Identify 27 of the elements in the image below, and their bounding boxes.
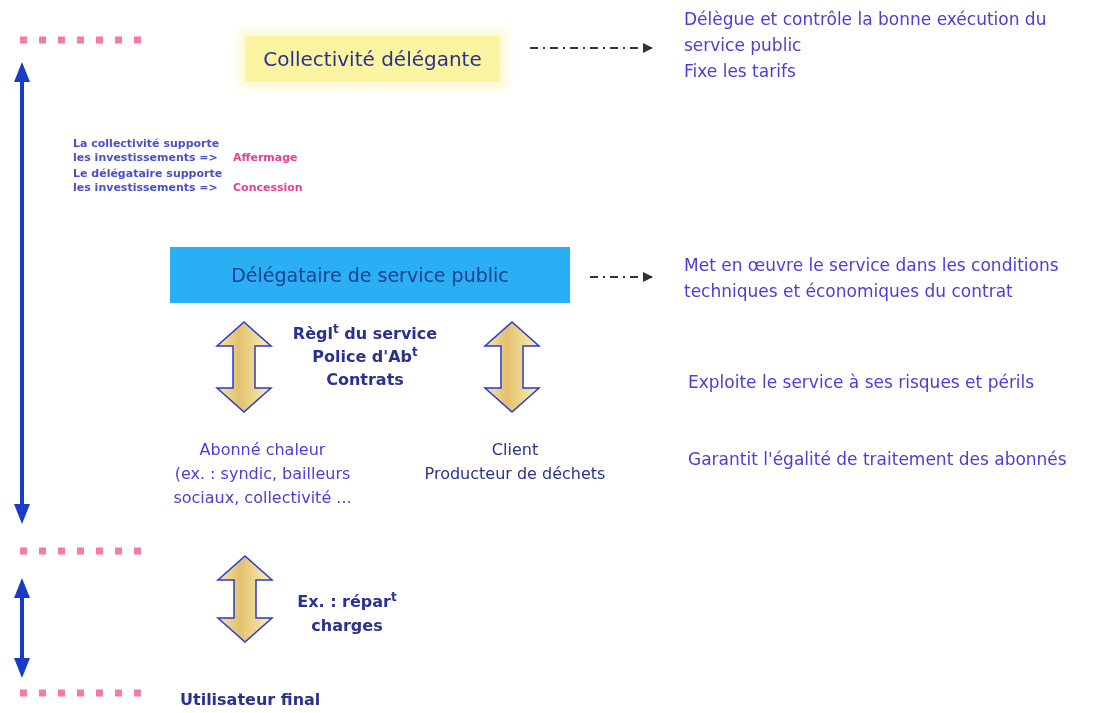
block-arrow [215,321,273,413]
note-text: Garantit l'égalité de traitement des abonnés [688,448,1068,471]
note-text: Police d'Ab$^{t}$ [311,345,419,368]
entity-box [245,36,500,82]
arrow [589,272,653,282]
note-text: Règl$^{t}$ du service [291,322,439,345]
node-text: (ex. : syndic, bailleurs sociaux, collectivité ... [172,463,353,509]
node-text: Abonné chaleur [199,439,326,461]
node-text: Producteur de déchets [424,463,606,485]
node-text: Client [491,439,539,461]
node-text: Collectivité délégante [263,46,482,73]
node-text: Utilisateur final [180,689,321,711]
note-text: Exploite le service à ses risques et périls [688,371,1036,394]
note-text: Ex. : répar$^{t}$ charges [296,590,398,637]
node-text: Délègue et contrôle la bonne exécution du service public [684,8,1048,57]
node-text: Met en œuvre le service dans les conditions techniques et économiques du contrat [684,254,1060,303]
block-arrow [216,555,274,643]
note-text: Affermage [233,151,299,165]
node-text: Fixe les tarifs [684,60,797,83]
note-text: Concession [233,181,304,195]
note-text: Contrats [325,369,405,391]
entity-bar [170,247,570,303]
note-text: Le délégataire supporte les investissements => [73,167,224,195]
arrow [529,43,653,53]
note-text: La collectivité supporte les investissements => [73,137,221,165]
node-text: Délégataire de service public [231,262,509,288]
block-arrow [483,321,541,413]
